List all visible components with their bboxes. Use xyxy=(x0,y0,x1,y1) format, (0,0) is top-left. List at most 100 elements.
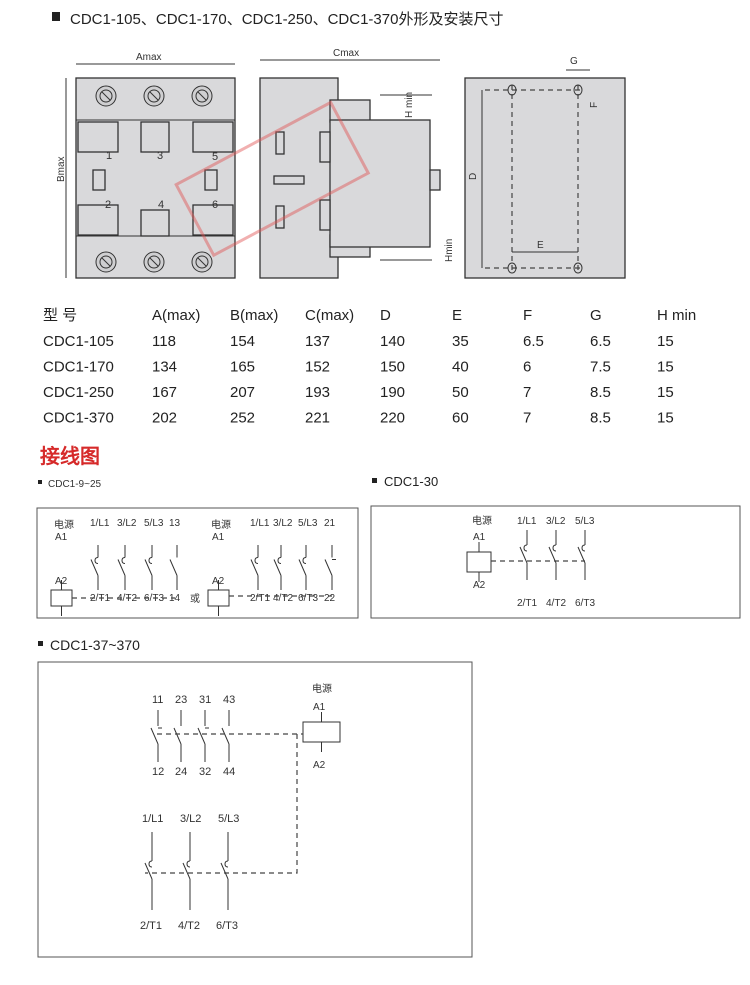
svg-text:H min: H min xyxy=(404,92,415,118)
contact-blade xyxy=(117,559,126,576)
arc-hook-icon xyxy=(148,557,153,564)
svg-text:12: 12 xyxy=(152,766,164,778)
table-header: F xyxy=(523,307,532,324)
table-header: A(max) xyxy=(152,307,200,324)
table-cell: 150 xyxy=(380,359,405,376)
svg-text:1/L1: 1/L1 xyxy=(90,518,110,529)
svg-text:23: 23 xyxy=(175,694,187,706)
svg-text:5/L3: 5/L3 xyxy=(218,813,239,825)
contact-blade xyxy=(144,862,153,880)
a1-label: A1 xyxy=(473,532,486,543)
table-header: H min xyxy=(657,307,696,324)
svg-text:31: 31 xyxy=(199,694,211,706)
table-cell: 7 xyxy=(523,384,531,401)
contact-blade xyxy=(250,559,259,576)
svg-text:1/L1: 1/L1 xyxy=(250,518,270,529)
svg-text:2/T1: 2/T1 xyxy=(140,920,162,932)
table-cell: 134 xyxy=(152,359,177,376)
contact-blade xyxy=(150,727,159,745)
svg-text:24: 24 xyxy=(175,766,187,778)
svg-text:D: D xyxy=(468,173,479,180)
table-header: G xyxy=(590,307,602,324)
bullet-icon xyxy=(372,478,377,483)
coil-icon xyxy=(466,551,492,573)
contact-blade xyxy=(169,559,178,576)
table-cell: 7 xyxy=(523,410,531,427)
table-cell: 15 xyxy=(657,410,674,427)
table-cell: 220 xyxy=(380,410,405,427)
table-cell: 221 xyxy=(305,410,330,427)
contact-blade xyxy=(298,559,307,576)
w1-label: CDC1-9~25 xyxy=(48,479,102,490)
svg-text:2/T1: 2/T1 xyxy=(517,598,537,609)
w2-label: CDC1-30 xyxy=(384,474,438,489)
screw-icon xyxy=(143,251,165,273)
table-header: E xyxy=(452,307,462,324)
contact-blade xyxy=(173,727,182,745)
power-label: 电源 xyxy=(211,518,231,531)
contact-blade xyxy=(90,559,99,576)
contact-blade xyxy=(220,862,229,880)
a1-label: A1 xyxy=(313,702,326,713)
screw-icon xyxy=(143,85,165,107)
svg-text:5/L3: 5/L3 xyxy=(144,518,164,529)
svg-text:4: 4 xyxy=(158,199,164,211)
svg-text:3/L2: 3/L2 xyxy=(273,518,293,529)
table-cell: 50 xyxy=(452,384,469,401)
arc-hook-icon xyxy=(186,860,191,868)
table-cell: 140 xyxy=(380,333,405,350)
svg-text:6/T3: 6/T3 xyxy=(298,593,318,604)
coil-icon xyxy=(50,589,73,607)
svg-text:44: 44 xyxy=(223,766,235,778)
screw-icon xyxy=(95,85,117,107)
svg-text:4/T2: 4/T2 xyxy=(546,598,566,609)
svg-text:43: 43 xyxy=(223,694,235,706)
watermark-stamp xyxy=(174,100,371,258)
svg-text:2: 2 xyxy=(105,199,111,211)
table-cell: 8.5 xyxy=(590,384,611,401)
svg-text:E: E xyxy=(537,240,544,251)
bullet-icon xyxy=(38,641,43,646)
a2-label: A2 xyxy=(212,576,225,587)
bullet-icon xyxy=(38,480,42,484)
svg-text:2/T1: 2/T1 xyxy=(250,593,270,604)
arc-hook-icon xyxy=(302,557,307,564)
table-cell: 154 xyxy=(230,333,255,350)
screw-icon xyxy=(191,85,213,107)
svg-text:11: 11 xyxy=(152,694,163,706)
table-cell: 15 xyxy=(657,384,674,401)
wiring-title: 接线图 xyxy=(40,444,100,468)
a2-label: A2 xyxy=(313,760,326,771)
svg-text:3: 3 xyxy=(157,150,163,162)
svg-text:Hmin: Hmin xyxy=(444,239,455,262)
arc-hook-icon xyxy=(121,557,126,564)
table-cell: 190 xyxy=(380,384,405,401)
svg-text:21: 21 xyxy=(324,518,336,529)
screw-icon xyxy=(191,251,213,273)
a2-label: A2 xyxy=(55,576,68,587)
table-header: D xyxy=(380,307,391,324)
contact-blade xyxy=(197,727,206,745)
table-cell: 40 xyxy=(452,359,469,376)
arc-hook-icon xyxy=(581,544,586,552)
table-cell: 207 xyxy=(230,384,255,401)
contact-blade xyxy=(519,546,528,564)
svg-text:4/T2: 4/T2 xyxy=(273,593,293,604)
table-cell: 193 xyxy=(305,384,330,401)
table-cell: 165 xyxy=(230,359,255,376)
table-cell: CDC1-105 xyxy=(43,333,114,350)
svg-text:Amax: Amax xyxy=(136,52,162,63)
arc-hook-icon xyxy=(523,544,528,552)
page-title: CDC1-105、CDC1-170、CDC1-250、CDC1-370外形及安装… xyxy=(70,11,503,28)
svg-text:Cmax: Cmax xyxy=(333,48,359,59)
arc-hook-icon xyxy=(277,557,282,564)
table-cell: 6.5 xyxy=(523,333,544,350)
svg-text:G: G xyxy=(570,56,578,67)
table-cell: 6.5 xyxy=(590,333,611,350)
svg-text:3/L2: 3/L2 xyxy=(180,813,201,825)
w3-label: CDC1-37~370 xyxy=(50,637,140,653)
contact-blade xyxy=(221,727,230,745)
coil-icon xyxy=(207,589,230,607)
w1-diagram xyxy=(36,507,359,619)
